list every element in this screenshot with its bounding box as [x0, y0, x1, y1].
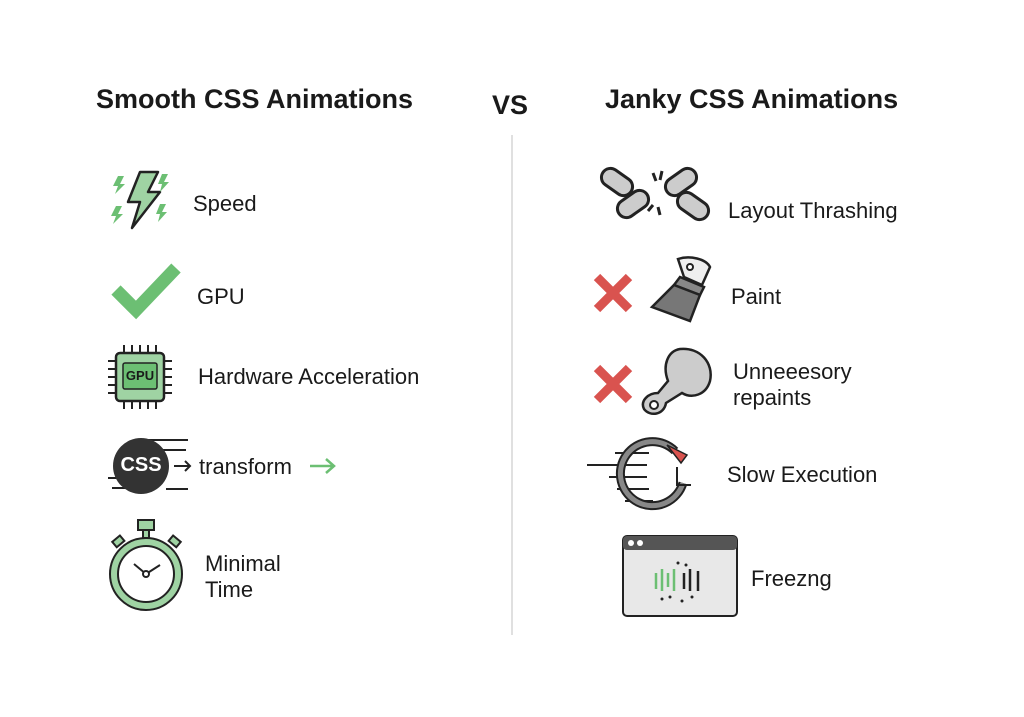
checkmark-icon [111, 263, 181, 320]
gpu-chip-icon [108, 345, 172, 409]
unnecessary-repaints-label: Unneeesory repaints [733, 359, 852, 410]
gpu-label: GPU [197, 284, 245, 309]
paint-blob-icon [641, 347, 712, 416]
janky-title: Janky CSS Animations [605, 84, 899, 114]
css-badge-text: CSS [120, 454, 162, 476]
vs-label: VS [492, 90, 529, 120]
frozen-window-icon [622, 535, 738, 617]
speed-label: Speed [193, 191, 257, 216]
slow-clock-icon [587, 437, 691, 511]
red-x-icon [593, 364, 633, 404]
red-x-icon [593, 273, 633, 313]
slow-execution-label: Slow Execution [727, 462, 878, 487]
freezing-label: Freezng [751, 566, 832, 591]
minimal-time-label: Minimal Time [205, 551, 281, 602]
css-badge-icon [108, 438, 192, 494]
hardware-acceleration-label: Hardware Acceleration [198, 364, 420, 389]
gpu-chip-text: GPU [125, 368, 155, 383]
arrow-right-icon [310, 458, 336, 474]
smooth-title: Smooth CSS Animations [96, 84, 414, 114]
paint-label: Paint [731, 284, 782, 309]
stopwatch-icon [109, 519, 183, 611]
layout-thrashing-label: Layout Thrashing [728, 198, 898, 223]
divider [511, 135, 513, 635]
transform-label: transform [199, 454, 292, 479]
lightning-icon [111, 170, 169, 230]
paintbrush-icon [649, 256, 712, 323]
broken-chain-icon [599, 166, 711, 222]
